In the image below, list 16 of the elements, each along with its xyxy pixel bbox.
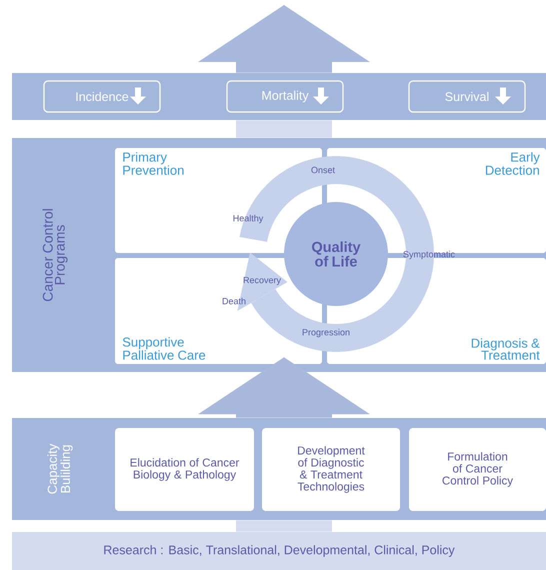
- stage-label: Recovery: [244, 276, 281, 286]
- up-arrow: [198, 5, 370, 73]
- outcome-box: Survival: [408, 80, 526, 113]
- capacity-box: Formulation of Cancer Control Policy: [409, 428, 546, 511]
- outcome-box: Mortality: [226, 80, 344, 113]
- arrow-shaft: [236, 520, 332, 532]
- stage-label: Symptomatic: [403, 250, 455, 260]
- stage-label: Healthy: [233, 214, 264, 224]
- arrow-shaft: [236, 120, 332, 138]
- outcome-box: Incidence: [43, 80, 161, 113]
- capacity-box: Elucidation of Cancer Biology & Pathology: [115, 428, 254, 511]
- outcome-band: [12, 73, 546, 120]
- up-arrow: [198, 357, 370, 418]
- stage-label: Death: [222, 298, 246, 304]
- capacity-box: Development of Diagnostic & Treatment Technologies: [262, 428, 400, 511]
- research-band: Research : Basic, Translational, Developmental, Clinical, Policy: [12, 532, 546, 570]
